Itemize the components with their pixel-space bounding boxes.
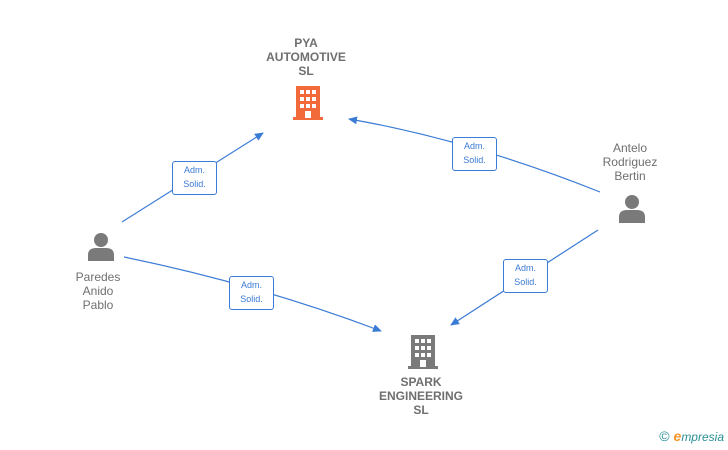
edge-label-paredes-pya[interactable]: Adm. Solid. (172, 161, 217, 195)
person-label-antelo: Antelo Rodriguez Bertin (602, 141, 658, 183)
building-icon[interactable] (407, 333, 439, 369)
person-icon[interactable] (617, 194, 647, 224)
brand-logo-text: mpresia (681, 430, 724, 444)
edge-label-antelo-pya[interactable]: Adm. Solid. (452, 137, 497, 171)
company-label-pya: PYA AUTOMOTIVE SL (266, 36, 346, 78)
brand-logo-initial: e (673, 428, 682, 444)
company-label-spark: SPARK ENGINEERING SL (378, 375, 463, 417)
edge-label-antelo-spark[interactable]: Adm. Solid. (503, 259, 548, 293)
person-label-paredes: Paredes Anido Pablo (75, 270, 121, 312)
building-icon[interactable] (292, 84, 324, 120)
edge-label-paredes-spark[interactable]: Adm. Solid. (229, 276, 274, 310)
brand-footer: ©empresia (659, 428, 724, 444)
person-icon[interactable] (86, 232, 116, 262)
copyright-icon: © (659, 428, 670, 444)
